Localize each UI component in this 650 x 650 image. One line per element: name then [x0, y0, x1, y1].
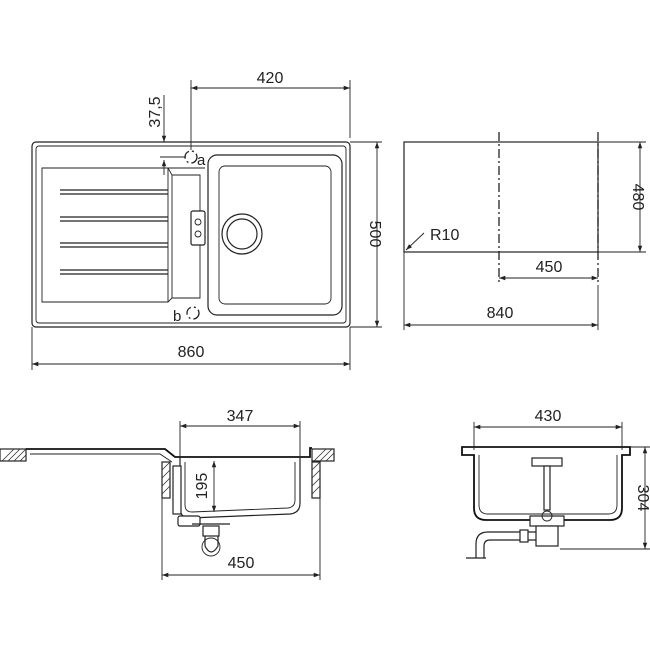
dim-offset: 37,5 [147, 96, 164, 127]
dim-width: 430 [535, 408, 562, 425]
section-view-left: 347 195 450 [0, 408, 335, 580]
sink-rim [26, 447, 312, 458]
dim-basin-depth: 195 [194, 473, 211, 500]
countertop-left [0, 448, 27, 462]
dim-height: 304 [634, 485, 650, 512]
drainer-area [41, 167, 169, 303]
siphon [172, 465, 230, 557]
basin-profile [461, 446, 631, 521]
drain-inner [226, 218, 258, 250]
countertop-right [311, 448, 335, 462]
drain-trap [466, 510, 565, 559]
dim-basin-width: 347 [227, 408, 254, 425]
dim-basin-width: 420 [257, 70, 284, 87]
tap-hole-b-icon [186, 306, 200, 320]
dim-height: 480 [629, 184, 646, 211]
drainer-grooves [60, 189, 168, 275]
tap-hole-a-icon [184, 150, 198, 164]
dim-cabinet: 450 [228, 555, 255, 572]
dim-radius: R10 [430, 227, 459, 244]
tap-hole-b-label: b [173, 308, 181, 325]
dim-depth: 500 [366, 221, 383, 248]
dim-total: 840 [487, 305, 514, 322]
front-view: R10 480 450 840 [403, 132, 646, 330]
dim-total-width: 860 [178, 344, 205, 361]
overflow-slot [190, 210, 206, 246]
drain-outer [221, 213, 263, 255]
basin-inner [218, 165, 332, 305]
dim-inner: 450 [536, 259, 563, 276]
tap-hole-a-label: a [197, 152, 206, 169]
top-view: a b 420 37,5 500 860 [31, 70, 383, 370]
section-view-right: 430 304 [461, 408, 650, 559]
overflow-pipe [531, 457, 563, 511]
basin-outer [207, 154, 343, 316]
